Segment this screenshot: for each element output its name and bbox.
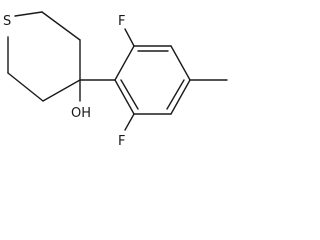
aryl-ring bbox=[114, 45, 191, 115]
bond-ar6-f bbox=[124, 113, 135, 131]
fluorine-top-label: F bbox=[118, 14, 125, 29]
bond-ar6-ar1-double bbox=[120, 79, 139, 110]
thiane-ring bbox=[7, 11, 81, 102]
bond-ar3-ar4 bbox=[170, 45, 191, 81]
molecule-drawing: S OH F F bbox=[3, 11, 228, 149]
bond-c4-c5 bbox=[42, 79, 81, 102]
bond-ar4-ar5 bbox=[170, 79, 191, 115]
bond-ar1-ar2 bbox=[114, 45, 135, 81]
bond-c5-c6 bbox=[7, 72, 44, 102]
fluorine-bottom-label: F bbox=[118, 134, 125, 149]
bond-ar4-ar5-double bbox=[166, 79, 185, 110]
structure-diagram: S OH F F bbox=[0, 0, 235, 156]
sulfur-label: S bbox=[3, 14, 11, 29]
bond-ar2-f bbox=[124, 28, 135, 47]
hydroxyl-label: OH bbox=[71, 106, 91, 121]
bond-ar6-ar1 bbox=[114, 79, 135, 115]
bond-s-c2 bbox=[14, 11, 43, 17]
bond-c2-c3 bbox=[41, 11, 81, 41]
